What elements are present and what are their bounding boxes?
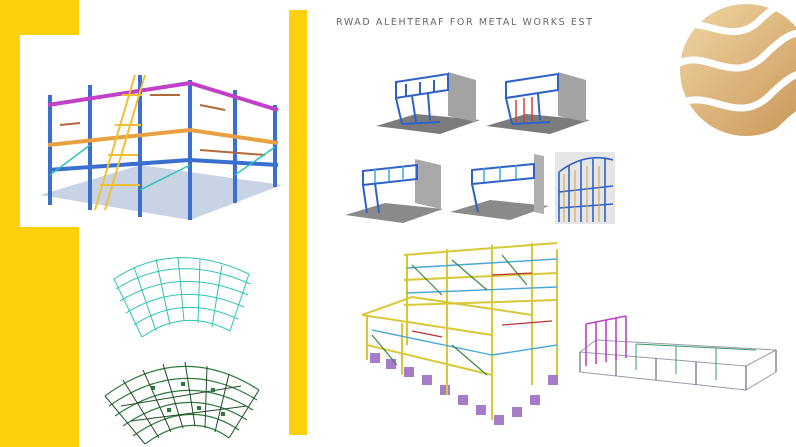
dome-truss-model-image xyxy=(101,346,265,446)
industrial-steel-building-model-image xyxy=(352,235,567,440)
canopy-model-image-3 xyxy=(345,157,443,225)
gold-wave-logo-icon xyxy=(650,0,796,142)
steel-structure-model-image xyxy=(20,35,286,227)
company-name: RWAD ALEHTERAF FOR METAL WORKS EST xyxy=(336,17,594,28)
warehouse-frame-model-image xyxy=(576,310,784,398)
canopy-model-image-2 xyxy=(486,70,590,137)
curved-roof-wireframe-image xyxy=(104,239,254,342)
yellow-bar-middle xyxy=(289,10,307,435)
canopy-model-image-5 xyxy=(555,152,615,224)
canopy-model-image-4 xyxy=(450,152,549,222)
canopy-model-image-1 xyxy=(376,70,480,137)
